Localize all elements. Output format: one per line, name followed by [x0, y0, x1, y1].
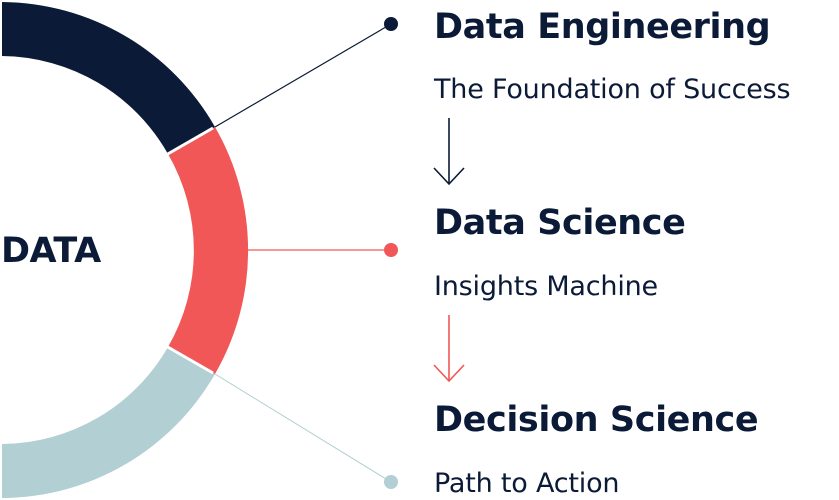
segment-divider-top: [165, 126, 214, 157]
stage-title-data-science: Data Science: [434, 203, 686, 243]
ring-segment-data-engineering: [2, 2, 215, 154]
ring-segment-decision-science: [2, 347, 215, 498]
stage-subtitle-data-engineering: The Foundation of Success: [433, 74, 790, 105]
connector-dot-data-science: [384, 243, 398, 257]
stage-subtitle-decision-science: Path to Action: [434, 468, 619, 499]
segment-divider-bottom: [165, 344, 214, 375]
connector-dot-data-engineering: [384, 17, 398, 31]
connector-dot-decision-science: [384, 475, 398, 489]
down-arrow-icon: [433, 315, 465, 383]
connector-line-data-engineering: [214, 23, 392, 128]
stage-title-data-engineering: Data Engineering: [434, 7, 770, 47]
stage-title-decision-science: Decision Science: [434, 400, 758, 440]
stage-subtitle-data-science: Insights Machine: [434, 271, 658, 302]
ring-segment-data-science: [168, 127, 249, 374]
down-arrow-icon: [433, 118, 465, 186]
center-label: DATA: [1, 231, 101, 271]
connector-line-decision-science: [214, 373, 392, 483]
